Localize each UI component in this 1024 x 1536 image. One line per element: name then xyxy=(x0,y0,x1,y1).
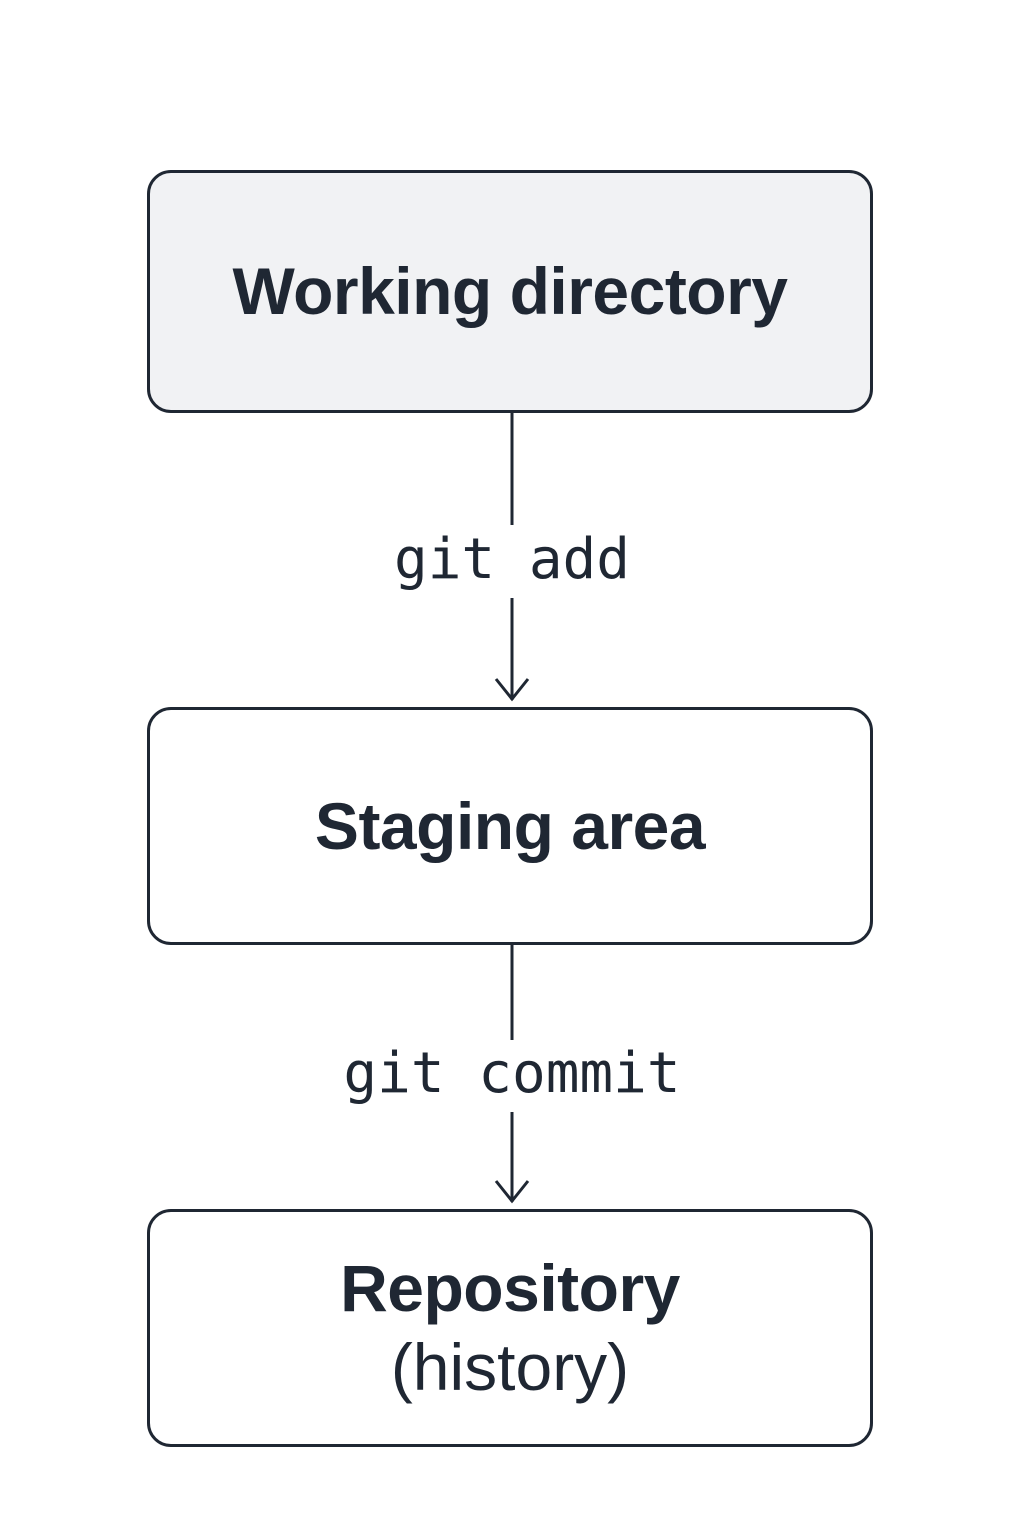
node-title: Staging area xyxy=(314,788,706,863)
arrowhead-add xyxy=(494,678,530,702)
edge-label-git-add: git add xyxy=(0,527,1024,592)
edge-label-text: git add xyxy=(385,527,638,592)
arrowhead-commit xyxy=(494,1180,530,1204)
edge-label-text: git commit xyxy=(335,1041,689,1106)
node-staging-area: Staging area xyxy=(147,707,873,945)
node-working-directory: Working directory xyxy=(147,170,873,413)
node-repository: Repository (history) xyxy=(147,1209,873,1447)
node-title: Working directory xyxy=(232,254,788,329)
edge-label-git-commit: git commit xyxy=(0,1041,1024,1106)
node-subtitle: (history) xyxy=(390,1330,630,1404)
node-title: Repository xyxy=(340,1251,680,1326)
